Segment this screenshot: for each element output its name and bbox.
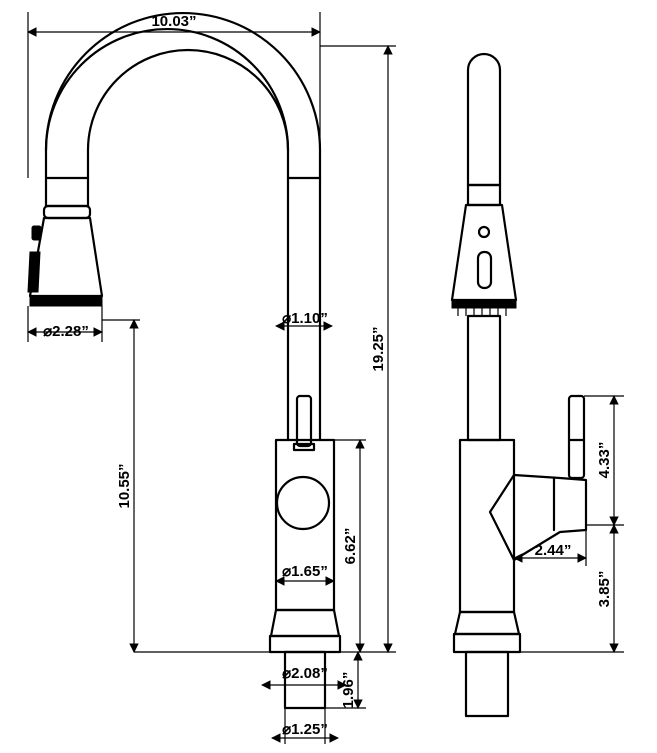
base-dia-label: ⌀2.08”	[282, 665, 328, 682]
handle-reach-label: 2.44”	[535, 542, 572, 559]
body-dia-label: ⌀1.65”	[282, 563, 328, 580]
spout-arc-inner	[86, 48, 290, 180]
dimension-lines	[27, 12, 624, 744]
shank-dia-label: ⌀1.25”	[282, 721, 328, 738]
spray-head-dia-label: ⌀2.28”	[43, 323, 89, 340]
lever-handle	[275, 394, 331, 531]
overall-height-label: 19.25”	[370, 326, 387, 371]
faucet-body	[268, 438, 342, 710]
body-height-label: 6.62”	[342, 528, 359, 565]
side-view	[450, 52, 588, 718]
spout-tube-dia-label: ⌀1.10”	[282, 310, 328, 327]
overall-width-label: 10.03”	[151, 13, 196, 30]
handle-height-label: 4.33”	[596, 442, 613, 479]
shank-length-label: 1.96”	[340, 672, 357, 709]
spout-clearance-label: 10.55”	[116, 463, 133, 508]
handle-position-label: 3.85”	[596, 571, 613, 608]
dimension-labels: 10.03” ⌀2.28” ⌀1.10” 19.25” 10.55” 6.62”…	[43, 13, 613, 738]
front-view	[27, 11, 342, 710]
spray-head	[27, 176, 104, 307]
